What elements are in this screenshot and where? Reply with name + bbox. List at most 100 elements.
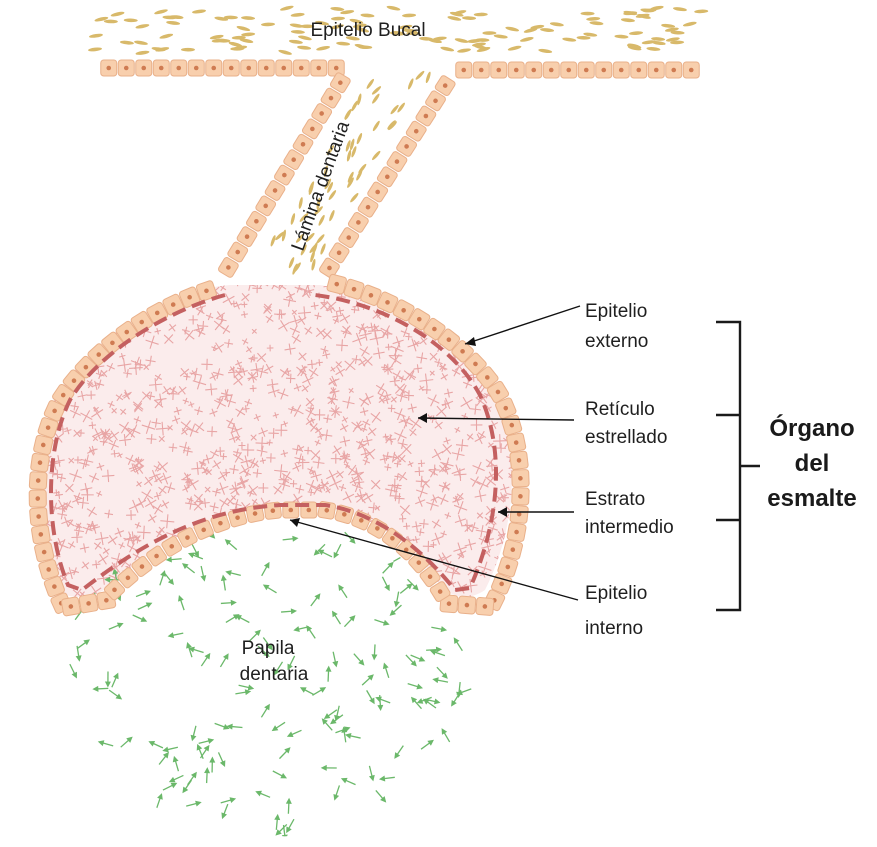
lamina-cell bbox=[372, 120, 381, 132]
papilla-cell bbox=[166, 821, 178, 838]
oral-cell bbox=[241, 16, 255, 20]
stellate-cell bbox=[386, 592, 394, 600]
stellate-cell bbox=[502, 293, 519, 310]
stellate-cell bbox=[292, 573, 311, 592]
papilla-cell bbox=[218, 652, 231, 669]
epithelial-cell bbox=[118, 60, 134, 76]
stellate-cell bbox=[267, 540, 274, 547]
stellate-cell bbox=[152, 273, 166, 287]
stellate-cell bbox=[304, 275, 314, 285]
stellate-cell bbox=[117, 307, 126, 316]
epithelial-cell bbox=[206, 60, 222, 76]
oral-cell bbox=[462, 16, 476, 20]
papilla-cell bbox=[374, 694, 391, 705]
papilla-cell bbox=[281, 608, 297, 615]
epithelial-cell bbox=[456, 62, 472, 78]
lamina-cell bbox=[328, 210, 335, 222]
oral-cell bbox=[88, 47, 102, 52]
stellate-cell bbox=[494, 306, 505, 317]
oral-cell bbox=[241, 32, 255, 37]
label-epitelio-interno-1: Epitelio bbox=[585, 583, 647, 604]
papilla-cell bbox=[379, 774, 396, 782]
papilla-cell bbox=[109, 671, 121, 688]
lamina-cell bbox=[290, 213, 296, 225]
stellate-cell bbox=[456, 295, 472, 311]
papilla-cell bbox=[435, 772, 447, 789]
papilla-cell bbox=[256, 835, 273, 844]
stellate-cell bbox=[281, 548, 297, 564]
papilla-cell bbox=[162, 744, 179, 753]
stellate-cell bbox=[197, 559, 209, 571]
stellate-cell bbox=[298, 554, 313, 569]
oral-cell bbox=[316, 45, 330, 51]
stellate-cell bbox=[56, 344, 66, 354]
stellate-cell bbox=[359, 573, 373, 587]
oral-cell bbox=[402, 13, 416, 17]
stellate-cell bbox=[391, 566, 404, 579]
oral-cell bbox=[278, 49, 292, 56]
label-reticulo-1: Retículo bbox=[585, 399, 655, 420]
papilla-cell bbox=[444, 803, 458, 819]
lamina-cell bbox=[356, 132, 363, 144]
papilla-cell bbox=[455, 682, 463, 699]
papilla-cell bbox=[185, 770, 199, 787]
lamina-cell bbox=[288, 256, 296, 268]
stellate-cell bbox=[491, 277, 506, 292]
papilla-cell bbox=[137, 600, 154, 612]
papilla-cell bbox=[92, 685, 108, 692]
papilla-cell bbox=[67, 663, 79, 680]
stellate-cell bbox=[115, 297, 126, 308]
lamina-cell bbox=[350, 100, 359, 112]
papilla-cell bbox=[277, 745, 292, 761]
stellate-cell bbox=[306, 582, 318, 594]
epithelial-cell bbox=[666, 62, 682, 78]
stellate-cell bbox=[251, 571, 263, 583]
papilla-cell bbox=[225, 569, 242, 579]
papilla-cell bbox=[367, 765, 377, 782]
label-papila-1: Papila bbox=[242, 638, 295, 659]
papilla-cell bbox=[157, 750, 172, 766]
stellate-cell bbox=[360, 591, 372, 603]
stellate-cell bbox=[75, 289, 87, 301]
papilla-cell bbox=[380, 560, 395, 576]
stellate-cell bbox=[59, 306, 69, 316]
papilla-cell bbox=[77, 813, 92, 829]
lamina-cell bbox=[371, 85, 382, 95]
lamina-cell bbox=[343, 108, 352, 120]
stellate-cell bbox=[285, 572, 304, 591]
papilla-cell bbox=[446, 779, 463, 789]
stellate-cell bbox=[288, 571, 303, 586]
stellate-cell bbox=[43, 365, 59, 381]
epithelial-cell bbox=[648, 62, 664, 78]
epithelial-cell bbox=[631, 62, 647, 78]
oral-cell bbox=[261, 22, 275, 26]
oral-cell bbox=[629, 31, 643, 36]
stellate-cell bbox=[400, 287, 410, 297]
stellate-cell bbox=[89, 298, 106, 315]
stellate-cell bbox=[153, 585, 163, 595]
papilla-cell bbox=[319, 716, 334, 732]
stellate-cell bbox=[100, 314, 114, 328]
stellate-cell bbox=[200, 580, 220, 600]
lamina-cell bbox=[357, 163, 367, 174]
oral-cell bbox=[661, 23, 675, 28]
lamina-cell bbox=[319, 243, 326, 255]
oral-cell bbox=[89, 33, 103, 39]
stellate-cell bbox=[404, 286, 414, 296]
stellate-cell bbox=[445, 282, 463, 300]
papilla-cell bbox=[204, 767, 211, 783]
stellate-cell bbox=[41, 294, 54, 307]
stellate-cell bbox=[481, 318, 497, 334]
papilla-cell bbox=[171, 755, 181, 772]
stellate-cell bbox=[292, 584, 307, 599]
stellate-cell bbox=[53, 373, 64, 384]
epithelial-cell bbox=[29, 490, 46, 507]
papilla-cell bbox=[439, 727, 452, 744]
papilla-cell bbox=[219, 803, 230, 820]
epithelial-cell bbox=[561, 62, 577, 78]
epithelial-cell bbox=[34, 542, 54, 562]
label-organo: Órgano bbox=[769, 414, 854, 442]
stellate-cell bbox=[357, 590, 365, 598]
oral-cell bbox=[520, 36, 534, 43]
